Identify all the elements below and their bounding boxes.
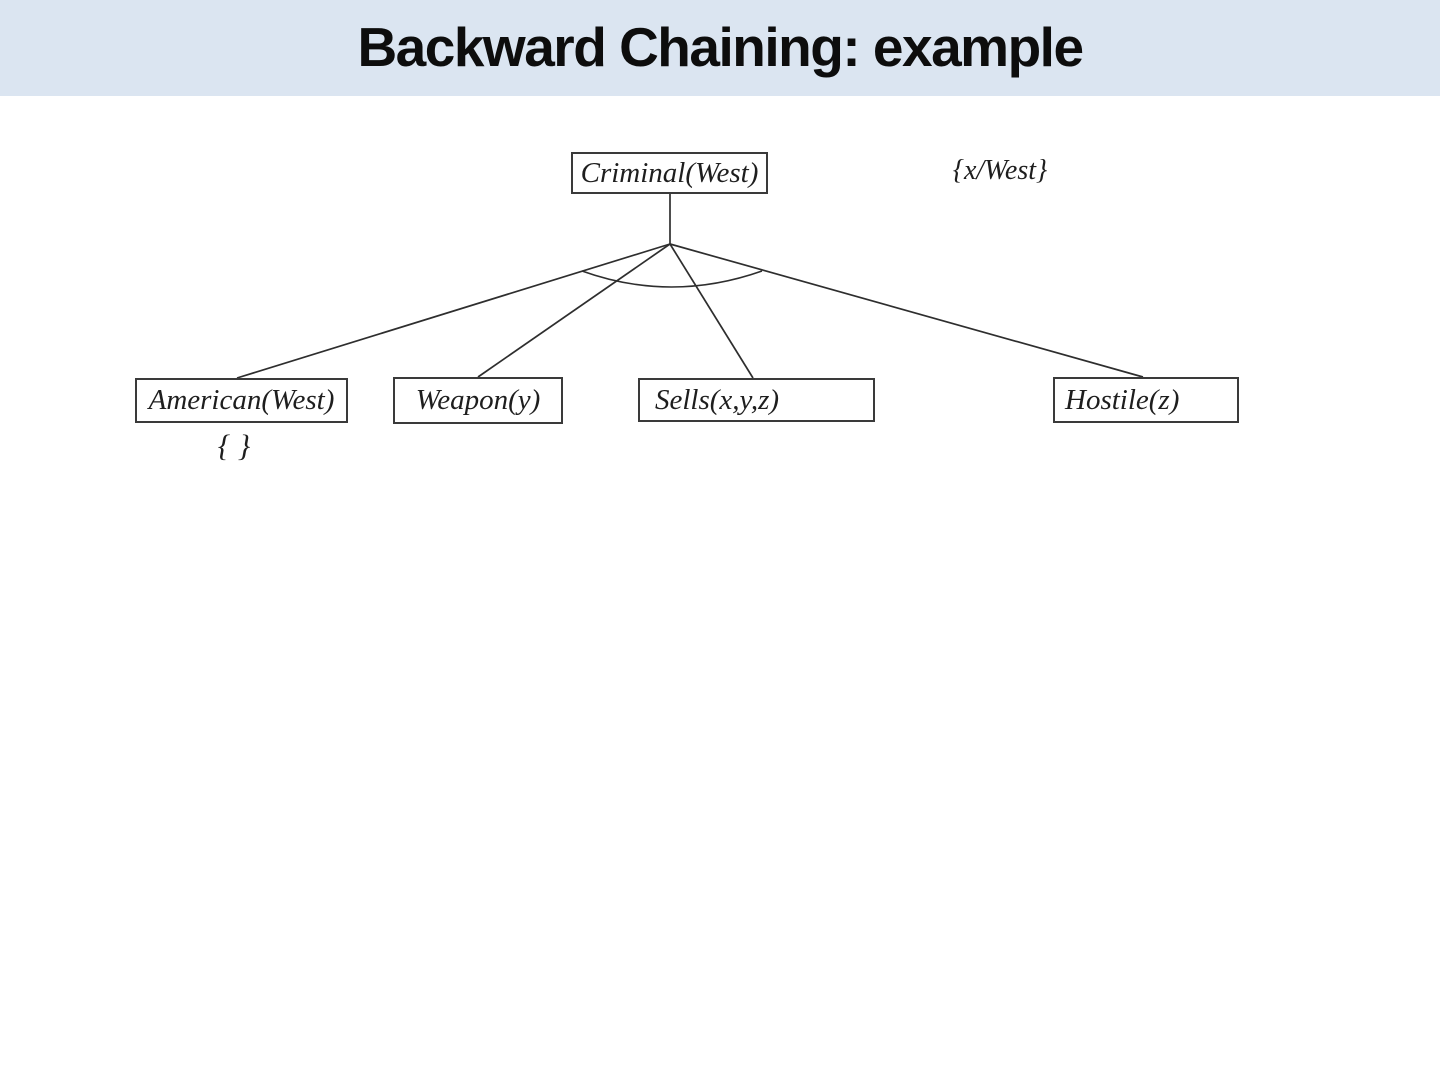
edge-to-hostile — [669, 243, 1144, 378]
node-weapon-y: Weapon(y) — [393, 377, 563, 424]
node-label: American(West) — [148, 384, 335, 416]
substitution-text: { } — [217, 428, 251, 463]
node-criminal-west: Criminal(West) — [571, 152, 768, 194]
node-hostile-z: Hostile(z) — [1053, 377, 1239, 423]
edge-to-weapon — [477, 243, 671, 378]
node-label: Hostile(z) — [1065, 383, 1180, 416]
node-label: Criminal(West) — [580, 156, 759, 189]
slide-title: Backward Chaining: example — [357, 16, 1084, 78]
edge-to-sells — [669, 243, 754, 379]
substitution-american: { } — [204, 428, 264, 464]
node-american-west: American(West) — [135, 378, 348, 423]
node-label: Sells(x,y,z) — [655, 383, 780, 416]
title-bar: Backward Chaining: example — [0, 0, 1440, 96]
and-arc — [581, 270, 763, 288]
node-sells-xyz: Sells(x,y,z) — [638, 378, 875, 422]
edge-to-american — [236, 243, 671, 379]
node-label: Weapon(y) — [415, 384, 541, 416]
substitution-root: {x/West} — [940, 155, 1060, 187]
substitution-text: {x/West} — [952, 155, 1048, 186]
